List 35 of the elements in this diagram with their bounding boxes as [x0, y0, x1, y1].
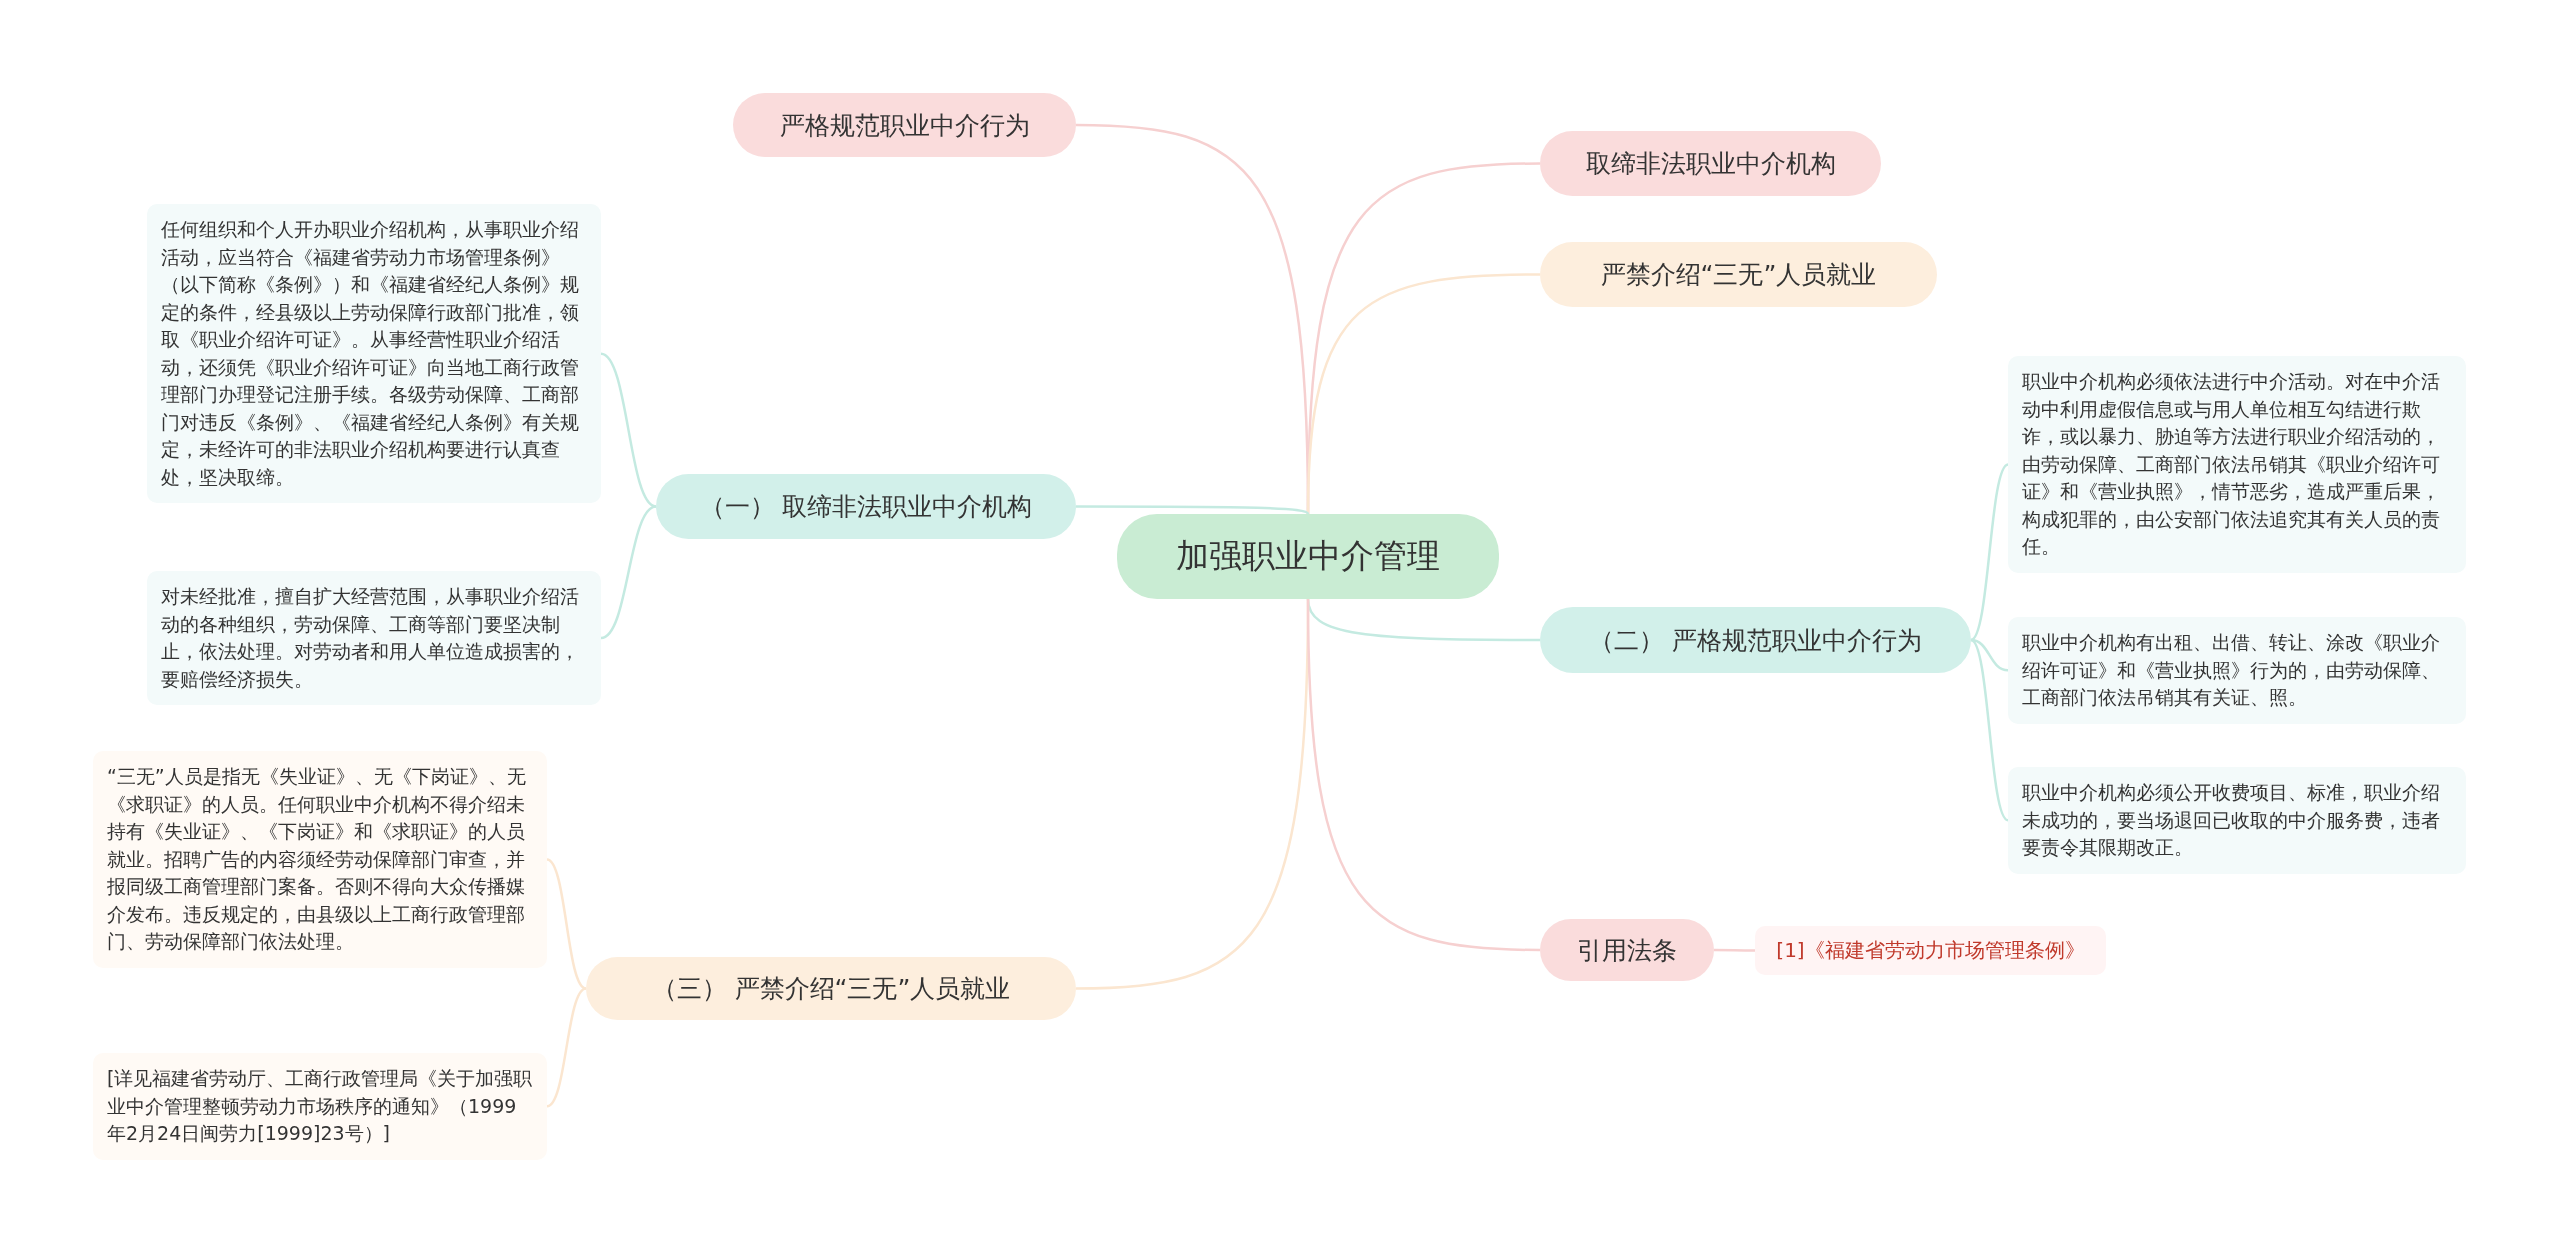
- note-card: [147, 571, 601, 706]
- connector-line: [1076, 505, 1309, 515]
- connector-line: [600, 505, 657, 640]
- topic-label: （三） 严禁介绍“三无”人员就业: [651, 973, 1011, 1005]
- topic-label: 加强职业中介管理: [1176, 535, 1440, 577]
- connector-line: [1306, 598, 1541, 952]
- topic-label: 取缔非法职业中介机构: [1585, 148, 1836, 180]
- connector-line: [1306, 273, 1540, 515]
- note-text: 职业中介机构必须公开收费项目、标准，职业介绍未成功的，要当场退回已收取的中介服务费，违者要责令其限期改正。: [2022, 781, 2440, 859]
- connector-line: [1714, 948, 1755, 952]
- connector-line: [1970, 463, 2009, 641]
- note-text: “三无”人员是指无《失业证》、无《下岗证》、无《求职证》的人员。任何职业中介机构不得介绍未持有《失业证》、《下岗证》和《求职证》的人员就业。招聘广告的内容须经劳动保障部门审查，并报同级工商管理部门案备。否则不得向大众传播媒介发布。违反规定的，由县级以上工商行政管理部门、劳动保障部门依法处理。: [107, 765, 526, 953]
- topic-label: （一） 取缔非法职业中介机构: [699, 491, 1033, 523]
- topic-label: 严格规范职业中介行为: [779, 109, 1030, 142]
- note-card: [2008, 767, 2466, 874]
- citation-text: [1]《福建省劳动力市场管理条例》: [1776, 937, 2085, 964]
- note-card: [147, 204, 601, 504]
- note-text: 对未经批准，擅自扩大经营范围，从事职业介绍活动的各种组织，劳动保障、工商等部门要坚决制止，依法处理。对劳动者和用人单位造成损害的，要赔偿经济损失。: [161, 585, 579, 690]
- connector-line: [546, 858, 587, 990]
- connector-line: [1306, 598, 1540, 642]
- note-text: 职业中介机构必须依法进行中介活动。对在中介活动中利用虚假信息或与用人单位相互勾结进行欺诈，或以暴力、胁迫等方法进行职业介绍活动的，由劳动保障、工商部门依法吊销其《职业介绍许可证》和《营业执照》，情节恶劣，造成严重后果，构成犯罪的，由公安部门依法追究其有关人员的责任。: [2022, 370, 2440, 558]
- note-text: 任何组织和个人开办职业介绍机构，从事职业介绍活动，应当符合《福建省劳动力市场管理条例》（以下简称《条例》）和《福建省经纪人条例》规定的条件，经县级以上劳动保障行政部门批准，领取《职业介绍许可证》。从事经营性职业介绍活动，还须凭《职业介绍许可证》向当地工商行政管理部门办理登记注册手续。各级劳动保障、工商部门对违反《条例》、《福建省经纪人条例》有关规定，未经许可的非法职业介绍机构要进行认真查处，坚决取缔。: [161, 218, 579, 488]
- connector-line: [600, 352, 657, 508]
- connector-line: [546, 987, 587, 1108]
- note-card: [93, 1053, 547, 1160]
- note-card: [93, 751, 547, 968]
- note-text: 职业中介机构有出租、出借、转让、涂改《职业介绍许可证》和《营业执照》行为的，由劳动保障、工商部门依法吊销其有关证、照。: [2022, 631, 2440, 709]
- topic-label: （二） 严格规范职业中介行为: [1589, 624, 1922, 657]
- note-text: [详见福建省劳动厅、工商行政管理局《关于加强职业中介管理整顿劳动力市场秩序的通知》（1999年2月24日闽劳力[1999]23号）]: [107, 1067, 533, 1145]
- note-card: [2008, 617, 2466, 724]
- topic-label: 引用法条: [1577, 934, 1677, 967]
- note-card: [2008, 356, 2466, 573]
- connector-line: [1970, 639, 2009, 822]
- topic-label: 严禁介绍“三无”人员就业: [1600, 259, 1877, 291]
- citation-card: [1755, 926, 2106, 975]
